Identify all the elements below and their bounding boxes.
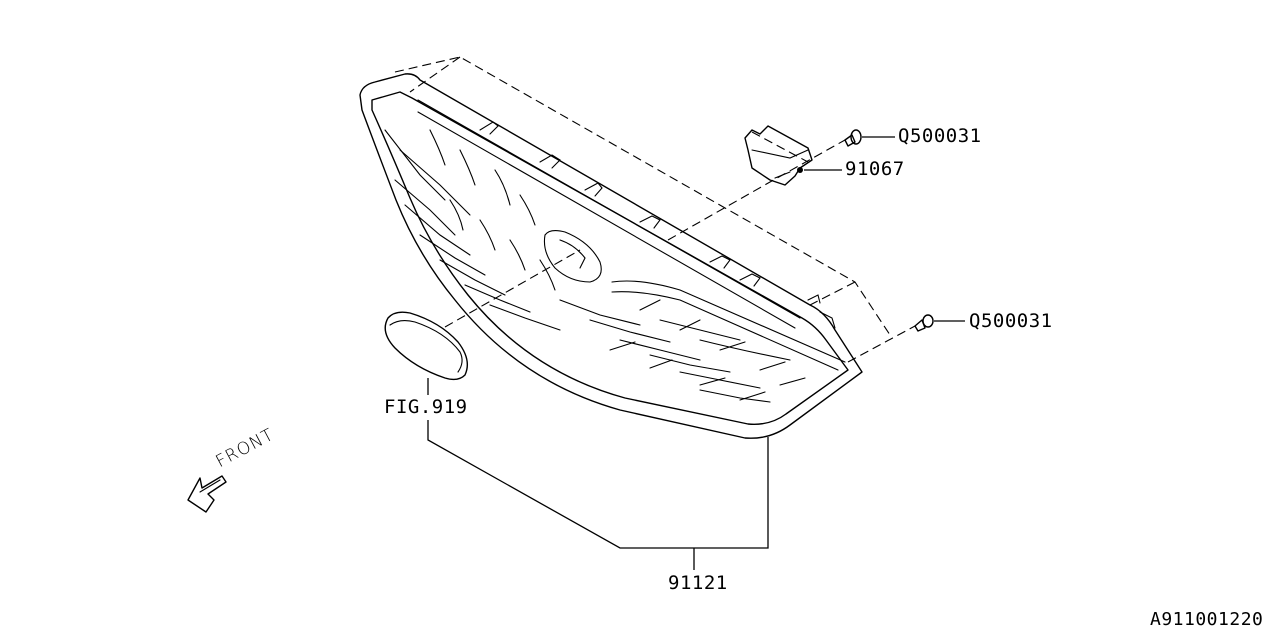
bolt-q500031-upper[interactable] [844,129,862,147]
callout-q500031-upper[interactable]: Q500031 [898,125,982,147]
callout-91067[interactable]: 91067 [845,158,905,180]
emblem-fig919[interactable] [384,311,468,381]
front-grille-91121[interactable] [359,73,863,439]
bracket-91067[interactable] [744,125,813,186]
figure-code: A911001220 [1150,609,1264,630]
front-arrow-icon [187,475,227,513]
leader-lines [427,136,965,570]
bolt-q500031-right[interactable] [914,314,934,332]
grille-mesh [384,129,806,403]
callout-q500031-right[interactable]: Q500031 [969,310,1053,332]
callout-fig919[interactable]: FIG.919 [384,396,468,418]
callout-91121[interactable]: 91121 [668,572,728,594]
projection-dashed-lines [394,56,916,363]
